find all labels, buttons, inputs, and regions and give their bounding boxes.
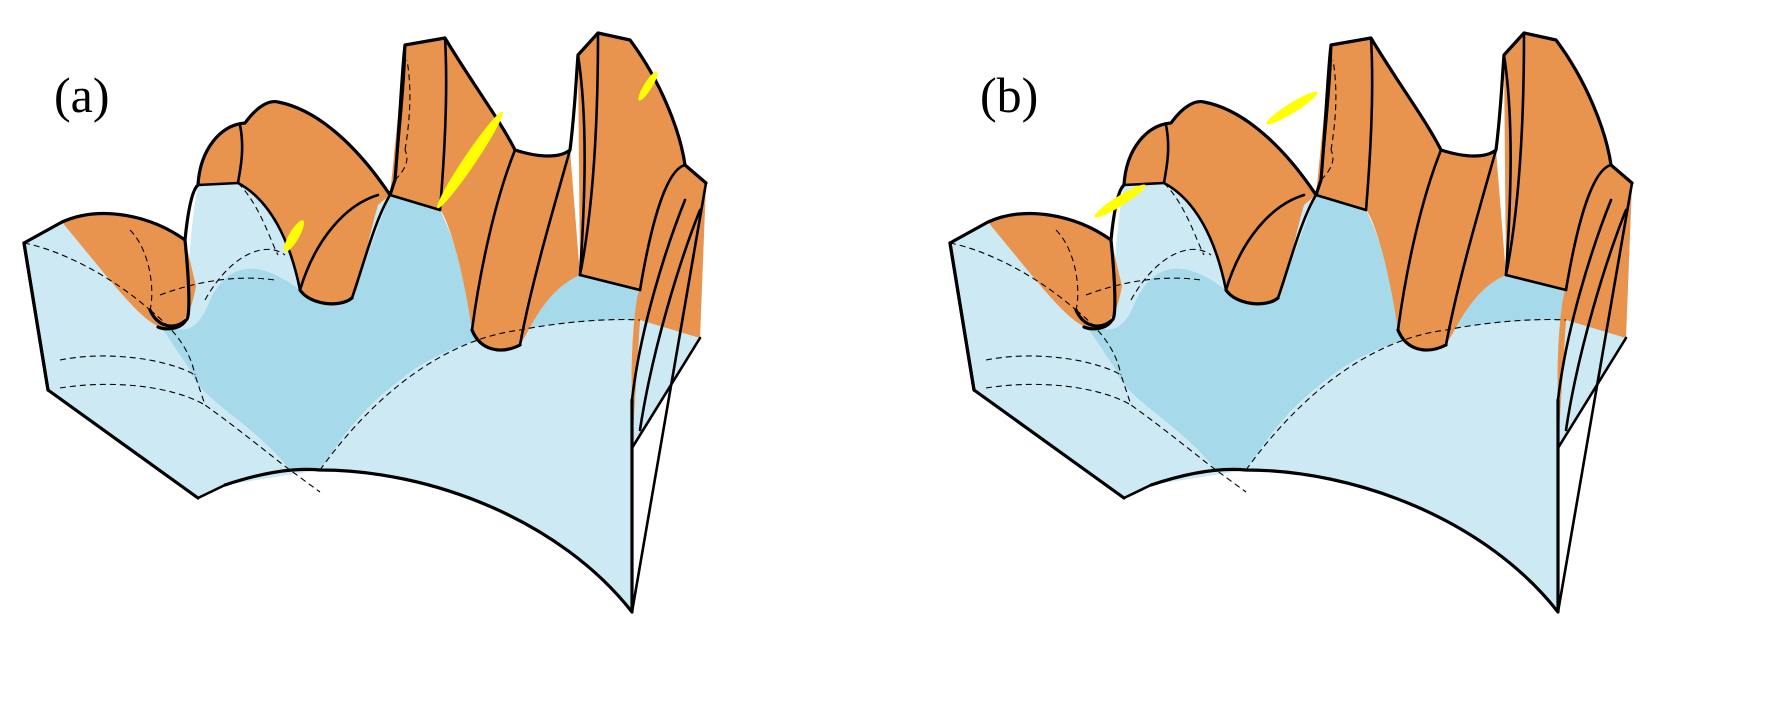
panel-b: (b) [926, 0, 1765, 728]
panel-label-b: (b) [980, 67, 1039, 123]
panel-label-a: (a) [54, 67, 110, 123]
gear-drawing-b [948, 31, 1634, 614]
panel-a: (a) [0, 0, 882, 728]
gear-drawing-a [22, 31, 708, 614]
